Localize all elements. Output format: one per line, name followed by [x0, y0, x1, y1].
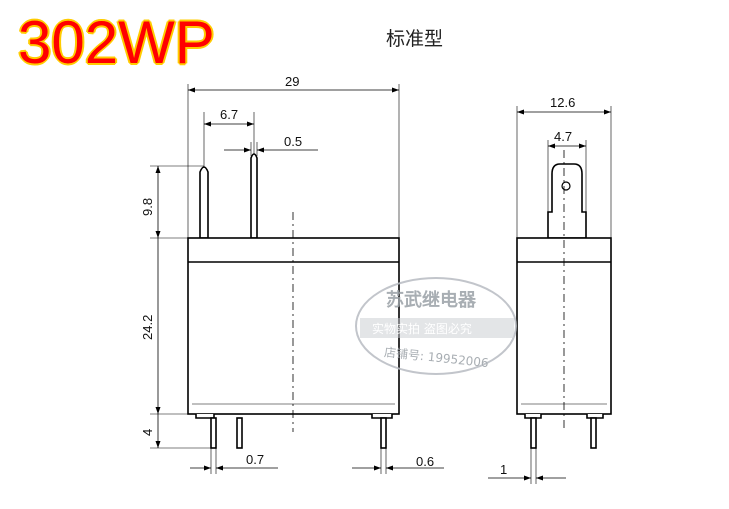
front-view: 29 6.7 0.5 9.8	[140, 74, 444, 474]
dim-pin-width-1: 1	[500, 462, 507, 477]
dim-pin-width-0-7: 0.7	[246, 452, 264, 467]
arrow	[257, 147, 264, 153]
arrow	[517, 109, 524, 115]
arrow	[216, 465, 223, 471]
dim-pin-thickness-0-5: 0.5	[284, 134, 302, 149]
front-bottom-pin-1	[210, 417, 217, 449]
front-top-pin-right	[250, 153, 258, 239]
arrow	[374, 465, 381, 471]
type-label: 标准型	[386, 28, 444, 50]
arrow	[386, 465, 393, 471]
front-foot-left	[195, 414, 215, 419]
model-title: 302WP	[18, 9, 215, 76]
side-bottom-pin-1	[530, 417, 537, 449]
front-bottom-pin-2	[236, 417, 243, 449]
arrow	[155, 407, 161, 414]
terminal-hole	[561, 181, 571, 191]
dim-width-12-6: 12.6	[550, 95, 575, 110]
arrow	[536, 475, 543, 481]
arrow	[204, 465, 211, 471]
arrow	[188, 87, 195, 93]
arrow	[579, 143, 586, 149]
arrow	[604, 109, 611, 115]
side-view: 12.6 4.7 1	[488, 95, 612, 484]
dim-pitch-6-7: 6.7	[220, 107, 238, 122]
watermark-slogan: 实物实拍 盗图必究	[372, 321, 472, 336]
side-bottom-pin-2	[590, 417, 597, 449]
dim-pin-height-9-8: 9.8	[140, 198, 155, 216]
arrow	[244, 147, 251, 153]
dim-pin-length-4: 4	[140, 429, 155, 436]
watermark-ellipse	[355, 277, 517, 375]
dim-body-height-24-2: 24.2	[140, 315, 155, 340]
watermark-brand: 苏武继电器	[386, 289, 477, 311]
arrow	[155, 231, 161, 238]
arrow	[155, 441, 161, 448]
arrow	[204, 121, 211, 127]
front-bottom-pin-3	[380, 417, 387, 449]
side-terminal-tab	[547, 163, 587, 239]
arrow	[247, 121, 254, 127]
arrow	[524, 475, 531, 481]
watermark-band	[360, 318, 514, 338]
dim-terminal-width-4-7: 4.7	[554, 129, 572, 144]
shop-watermark: 苏武继电器 实物实拍 盗图必究 店铺号: 19952006	[355, 277, 517, 375]
arrow	[155, 166, 161, 173]
dim-pin-width-0-6: 0.6	[416, 454, 434, 469]
arrow	[548, 143, 555, 149]
front-top-pin-left	[199, 166, 209, 239]
arrow	[392, 87, 399, 93]
dim-width-29: 29	[285, 74, 299, 89]
